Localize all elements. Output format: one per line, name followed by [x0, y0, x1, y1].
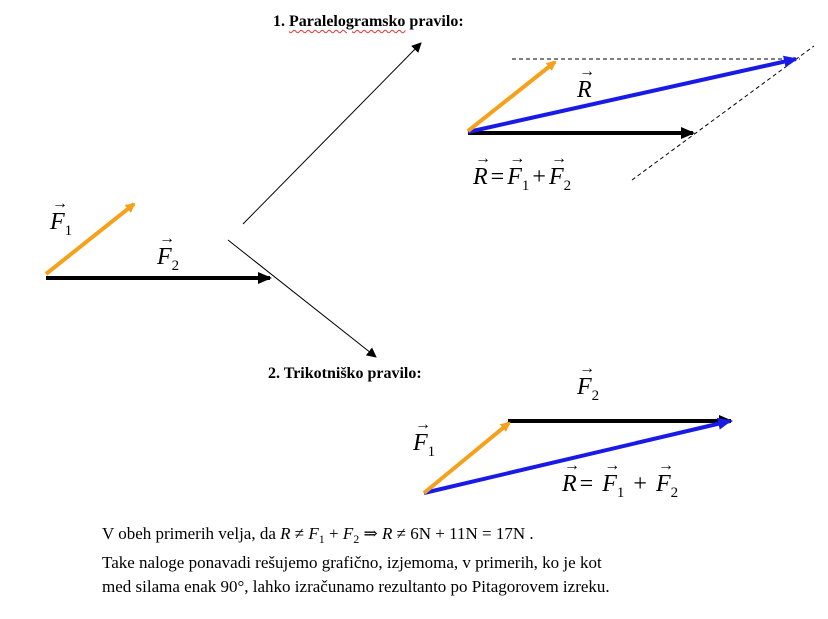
label-f2-left: F2 [157, 231, 180, 274]
heading-parallelogram-word: Paralelogramsko [289, 13, 406, 30]
label-f2-triangle: F2 [577, 361, 600, 404]
math-values: 6N + 11N = 17N . [410, 524, 534, 543]
vector-symbol-f: F [656, 458, 674, 496]
triangle-f1-arrow [422, 421, 511, 495]
heading-parallelogram-number: 1. [273, 13, 285, 30]
plus-sign: + [532, 164, 546, 190]
math-sub-1: 1 [318, 532, 325, 546]
subscript-1: 1 [616, 485, 625, 501]
math-neq: ≠ [294, 524, 305, 543]
pointer-arrow-parallelogram [242, 42, 422, 225]
vector-symbol-r: R [562, 458, 580, 496]
parallelogram-f1-arrow [466, 60, 557, 133]
pointer-arrow-triangle [227, 239, 377, 358]
vector-symbol-r: R [577, 64, 595, 102]
vector-symbol-f: F [602, 458, 620, 496]
explanation-text: V obeh primerih velja, da R ≠ F1 + F2 ⇒ … [102, 522, 610, 599]
math-r-2: R [382, 524, 393, 543]
equals-sign: = [490, 164, 505, 190]
equals-sign: = [579, 471, 594, 497]
math-neq-2: ≠ [396, 524, 406, 543]
explanation-line-1-prefix: V obeh primerih velja, da [102, 524, 281, 543]
vector-symbol-f: F [549, 151, 567, 189]
equation-triangle: R= F1 + F2 [562, 458, 679, 501]
equation-parallelogram: R=F1+F2 [473, 151, 572, 194]
vector-symbol-f: F [413, 417, 431, 455]
math-r: R [280, 524, 291, 543]
math-plus: + [329, 524, 339, 543]
vector-symbol-f: F [577, 361, 595, 399]
vector-symbol-f: F [157, 231, 175, 269]
subscript-2: 2 [591, 388, 600, 404]
subscript-2: 2 [563, 178, 572, 194]
vector-symbol-f: F [507, 151, 525, 189]
explanation-line-2: Take naloge ponavadi rešujemo grafično, … [102, 553, 602, 572]
parallelogram-dashed-side [631, 45, 815, 181]
explanation-line-1: V obeh primerih velja, da R ≠ F1 + F2 ⇒ … [102, 522, 610, 551]
parallelogram-resultant-arrow [467, 55, 798, 134]
label-r-parallelogram: R [577, 64, 595, 102]
heading-parallelogram-rest: pravilo: [409, 13, 464, 30]
label-f1-triangle: F1 [413, 417, 436, 460]
force-f1-arrow-left [44, 202, 136, 276]
math-implies: ⇒ [363, 524, 378, 543]
subscript-2: 2 [171, 258, 180, 274]
math-f1: F [308, 524, 319, 543]
vector-symbol-r: R [473, 151, 491, 189]
subscript-1: 1 [427, 444, 436, 460]
subscript-1: 1 [521, 178, 530, 194]
explanation-line-3: med silama enak 90°, lahko izračunamo re… [102, 577, 610, 596]
plus-sign: + [633, 471, 647, 497]
math-sub-2: 2 [353, 532, 360, 546]
heading-triangle-rule: 2. Trikotniško pravilo: [268, 365, 422, 382]
subscript-1: 1 [64, 223, 73, 239]
subscript-2: 2 [670, 485, 679, 501]
vector-symbol-f: F [50, 196, 68, 234]
heading-parallelogram-rule: 1. Paralelogramsko pravilo: [273, 13, 464, 31]
label-f1-left: F1 [50, 196, 73, 239]
math-f2: F [342, 524, 354, 543]
